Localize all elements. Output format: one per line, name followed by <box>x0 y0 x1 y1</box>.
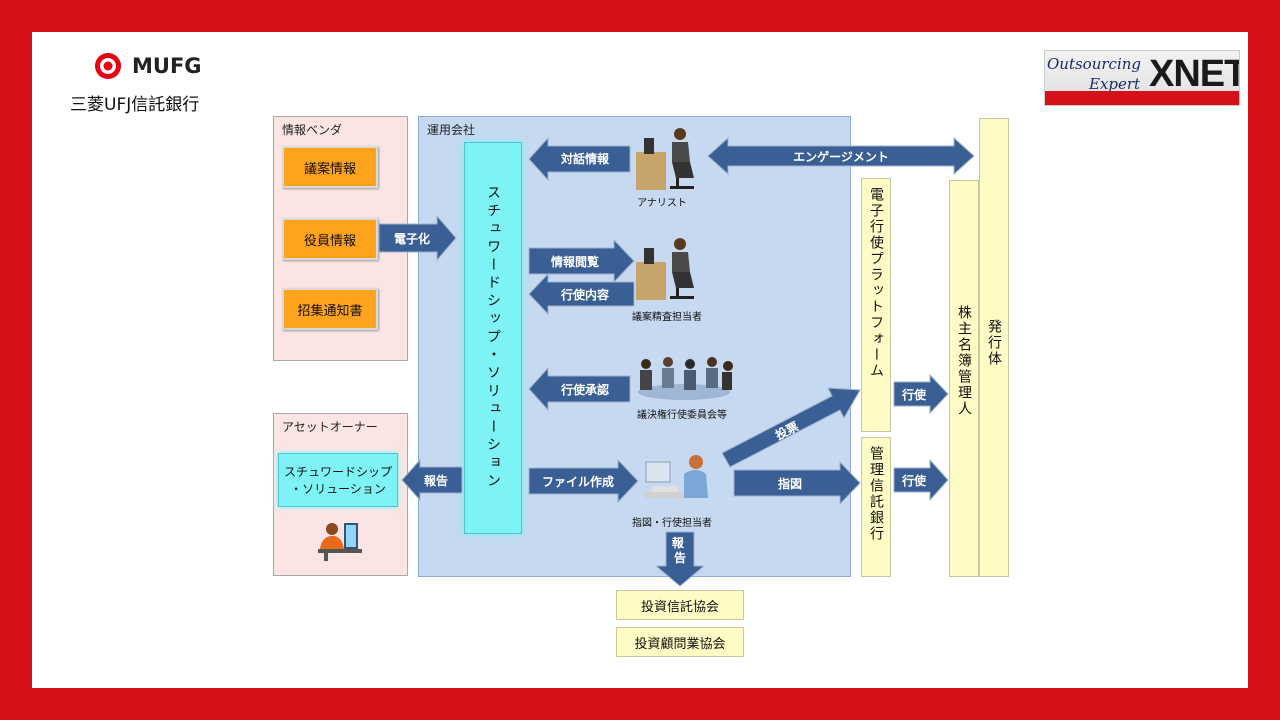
reviewer-icon <box>636 238 694 300</box>
exercise-arrow-1 <box>893 373 949 415</box>
vendor-item-officer: 役員情報 <box>282 218 378 260</box>
issuer-text: 発行体 <box>986 319 1002 367</box>
xnet-logo: Outsourcing Expert XNET <box>1044 50 1240 106</box>
report-down-arrow <box>654 531 706 587</box>
committee-icon <box>638 357 733 400</box>
file-create-label: ファイル作成 <box>542 474 614 489</box>
instructor-icon <box>644 455 708 498</box>
mufg-mark-icon <box>95 53 121 79</box>
arrows-layer: 電子化 対話情報 エンゲージメント 情報閲覧 行使内容 行使承認 報告 ファイル… <box>378 136 975 587</box>
association-advisory: 投資顧問業協会 <box>616 627 744 657</box>
engagement-label: エンゲージメント <box>793 149 889 164</box>
owner-title: アセットオーナー <box>282 420 378 434</box>
manager-title: 運用会社 <box>427 123 476 137</box>
platform-text: 電子行使プラットフォーム <box>868 187 884 379</box>
owner-solution-box: スチュワードシップ ・ソリューション <box>278 453 398 507</box>
vendor-item-agenda: 議案情報 <box>282 146 378 188</box>
exercise-arrow-2 <box>893 458 949 502</box>
mufg-logo-text: MUFG <box>132 54 202 78</box>
analyst-icon <box>636 128 694 190</box>
committee-caption: 議決権行使委員会等 <box>637 410 727 421</box>
registry-text: 株主名簿管理人 <box>956 305 972 417</box>
exercise-content-arrow <box>528 272 635 316</box>
approval-label: 行使承認 <box>560 382 609 397</box>
dialogue-arrow <box>528 136 631 182</box>
instruction-label: 指図 <box>778 476 802 491</box>
report-owner-arrow <box>401 458 463 502</box>
trust-bank-box: 管理信託銀行 <box>861 437 891 577</box>
bank-name: 三菱UFJ信託銀行 <box>70 95 200 115</box>
browse-arrow <box>528 238 635 284</box>
association-trust: 投資信託協会 <box>616 590 744 620</box>
vote-arrow <box>721 387 861 468</box>
reviewer-caption: 議案精査担当者 <box>632 312 702 323</box>
manager-solution-text: スチュワードシップ・ソリューション <box>485 185 501 491</box>
exercise-content-label: 行使内容 <box>560 287 609 302</box>
registry-box: 株主名簿管理人 <box>949 180 979 577</box>
platform-box: 電子行使プラットフォーム <box>861 178 891 432</box>
report-down-label: 報 告 <box>672 535 688 565</box>
issuer-box: 発行体 <box>979 118 1009 577</box>
slide: MUFG 三菱UFJ信託銀行 Outsourcing Expert XNET 情… <box>32 32 1248 688</box>
engagement-arrow <box>707 136 975 176</box>
manager-solution-bar: スチュワードシップ・ソリューション <box>464 142 522 534</box>
xnet-outsourcing-text: Outsourcing <box>1047 55 1142 73</box>
vendor-title: 情報ベンダ <box>282 123 343 137</box>
browse-label: 情報閲覧 <box>551 254 599 269</box>
report-owner-label: 報告 <box>424 473 448 488</box>
dialogue-label: 対話情報 <box>560 151 610 166</box>
file-create-arrow <box>528 458 639 504</box>
xnet-brand-text: XNET <box>1149 53 1240 95</box>
vendor-item-notice: 招集通知書 <box>282 288 378 330</box>
exercise-label-1: 行使 <box>901 387 927 402</box>
analyst-caption: アナリスト <box>637 198 687 209</box>
approval-arrow <box>528 366 631 412</box>
xnet-expert-text: Expert <box>1089 75 1141 93</box>
instructor-caption: 指図・行使担当者 <box>632 518 712 529</box>
owner-solution-line1: スチュワードシップ <box>283 465 392 479</box>
owner-person-icon <box>318 523 362 561</box>
instruction-arrow <box>733 460 861 506</box>
digitize-label: 電子化 <box>394 231 430 246</box>
digitize-arrow <box>378 214 457 262</box>
mufg-logo: MUFG <box>88 52 218 80</box>
owner-solution-line2: ・ソリューション <box>290 482 386 496</box>
trust-bank-text: 管理信託銀行 <box>868 446 884 542</box>
exercise-label-2: 行使 <box>901 473 927 488</box>
